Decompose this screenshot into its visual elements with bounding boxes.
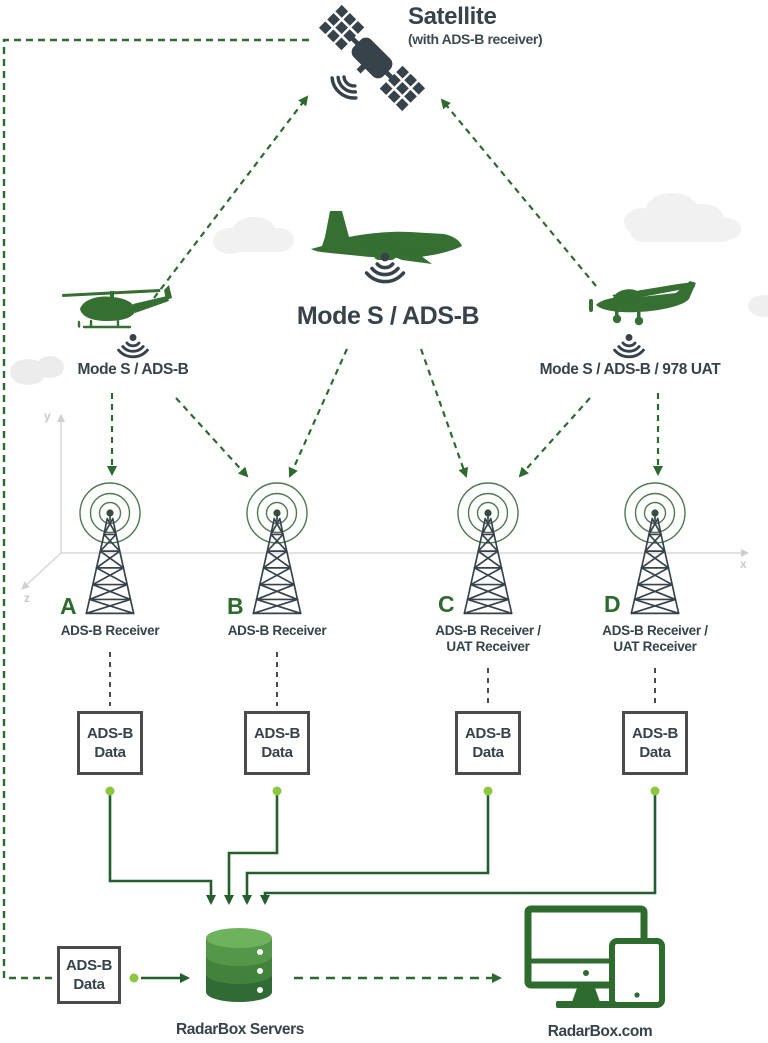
data-box-c-line1: ADS-B (465, 725, 511, 742)
data-box-satellite-line1: ADS-B (66, 957, 112, 974)
cloud-right-edge (748, 295, 768, 317)
data-box-satellite-line2: Data (73, 976, 105, 993)
arrow-gaplane-to-satellite (440, 98, 597, 287)
data-box-b: ADS-B Data (244, 711, 310, 775)
helicopter-broadcast-icon (117, 332, 149, 359)
data-box-b-line1: ADS-B (254, 725, 300, 742)
data-box-satellite: ADS-B Data (57, 946, 121, 1004)
gaplane-wheels (612, 310, 644, 326)
tablet-icon (609, 938, 665, 1008)
tower-to-box-links (109, 652, 656, 706)
arrow-jet-to-tower-c (419, 348, 469, 478)
receiver-c-label: ADS-B Receiver / UAT Receiver (413, 623, 563, 654)
gaplane-broadcast-icon (613, 332, 645, 359)
cloud-left (213, 217, 294, 254)
data-bus (108, 791, 657, 905)
helicopter-tail-fin (164, 285, 172, 300)
servers-label: RadarBox Servers (175, 1021, 304, 1038)
tower-a-icon (85, 514, 135, 615)
data-box-d: ADS-B Data (622, 711, 688, 775)
satellite-signal-arcs (330, 75, 358, 100)
satellite-downlink-line (2, 38, 309, 980)
data-box-a: ADS-B Data (77, 711, 143, 775)
tower-a-letter: A (60, 593, 77, 619)
receiver-a-line1: ADS-B Receiver (60, 623, 160, 638)
receiver-b-line1: ADS-B Receiver (227, 623, 327, 638)
receiver-a-label: ADS-B Receiver (35, 623, 185, 639)
satellite-strut (384, 70, 394, 80)
receiver-c-line2: UAT Receiver (446, 638, 530, 654)
satellite-title: Satellite (408, 3, 497, 30)
z-axis-label: z (24, 591, 30, 605)
cloud-right (624, 193, 741, 242)
tower-b-icon (252, 514, 302, 615)
satellite-box-dot (129, 973, 139, 983)
arrow-helicopter-to-tower-b (175, 397, 249, 478)
gaplane-propeller (589, 299, 593, 312)
data-box-c: ADS-B Data (455, 711, 521, 775)
gaplane-protocol-label: Mode S / ADS-B / 978 UAT (539, 361, 721, 378)
data-box-d-line2: Data (639, 744, 671, 761)
y-axis-label: y (44, 409, 51, 423)
data-box-c-line2: Data (472, 744, 504, 761)
helicopter-icon (62, 285, 172, 329)
bus-line-c (242, 791, 490, 905)
data-box-a-line2: Data (94, 744, 126, 761)
axes (21, 414, 749, 590)
tower-c-icon (463, 514, 513, 615)
signal-arrows (107, 95, 663, 478)
tower-d-letter: D (604, 591, 621, 617)
cloud-left-edge (10, 356, 64, 385)
database-icon (206, 928, 272, 1002)
bus-line-d (260, 791, 657, 905)
arrow-helicopter-to-satellite (153, 95, 309, 299)
z-axis (21, 552, 62, 590)
data-box-b-line2: Data (261, 744, 293, 761)
monitor-stand (572, 988, 600, 1002)
receiver-d-line1: ADS-B Receiver / (602, 623, 708, 638)
receiver-c-line1: ADS-B Receiver / (435, 623, 541, 638)
helicopter-tail-boom (133, 296, 169, 313)
tower-c-letter: C (438, 591, 455, 617)
data-box-d-line1: ADS-B (632, 725, 678, 742)
bus-dots (105, 786, 660, 796)
receiver-b-label: ADS-B Receiver (202, 623, 352, 639)
bus-line-b (224, 791, 279, 905)
data-box-a-line1: ADS-B (87, 725, 133, 742)
receiver-d-line2: UAT Receiver (613, 638, 697, 654)
tower-b-letter: B (227, 593, 244, 619)
airliner-wing (362, 237, 432, 264)
satellite-subtitle: (with ADS-B receiver) (408, 31, 543, 47)
x-axis-label: x (740, 557, 747, 571)
satellite-body (351, 37, 393, 79)
arrow-gaplane-to-tower-c (518, 397, 591, 478)
receiver-d-label: ADS-B Receiver / UAT Receiver (580, 623, 730, 654)
website-label: RadarBox.com (547, 1023, 653, 1040)
arrow-jet-to-tower-b (288, 348, 349, 478)
jet-protocol-label: Mode S / ADS-B (296, 302, 480, 330)
tower-d-icon (630, 514, 680, 615)
helicopter-protocol-label: Mode S / ADS-B (77, 361, 189, 378)
bus-line-a (108, 791, 216, 905)
gaplane-icon (589, 281, 696, 326)
satellite-antenna (356, 64, 366, 74)
gaplane-cabin (613, 289, 639, 299)
devices-icon (524, 905, 665, 1008)
